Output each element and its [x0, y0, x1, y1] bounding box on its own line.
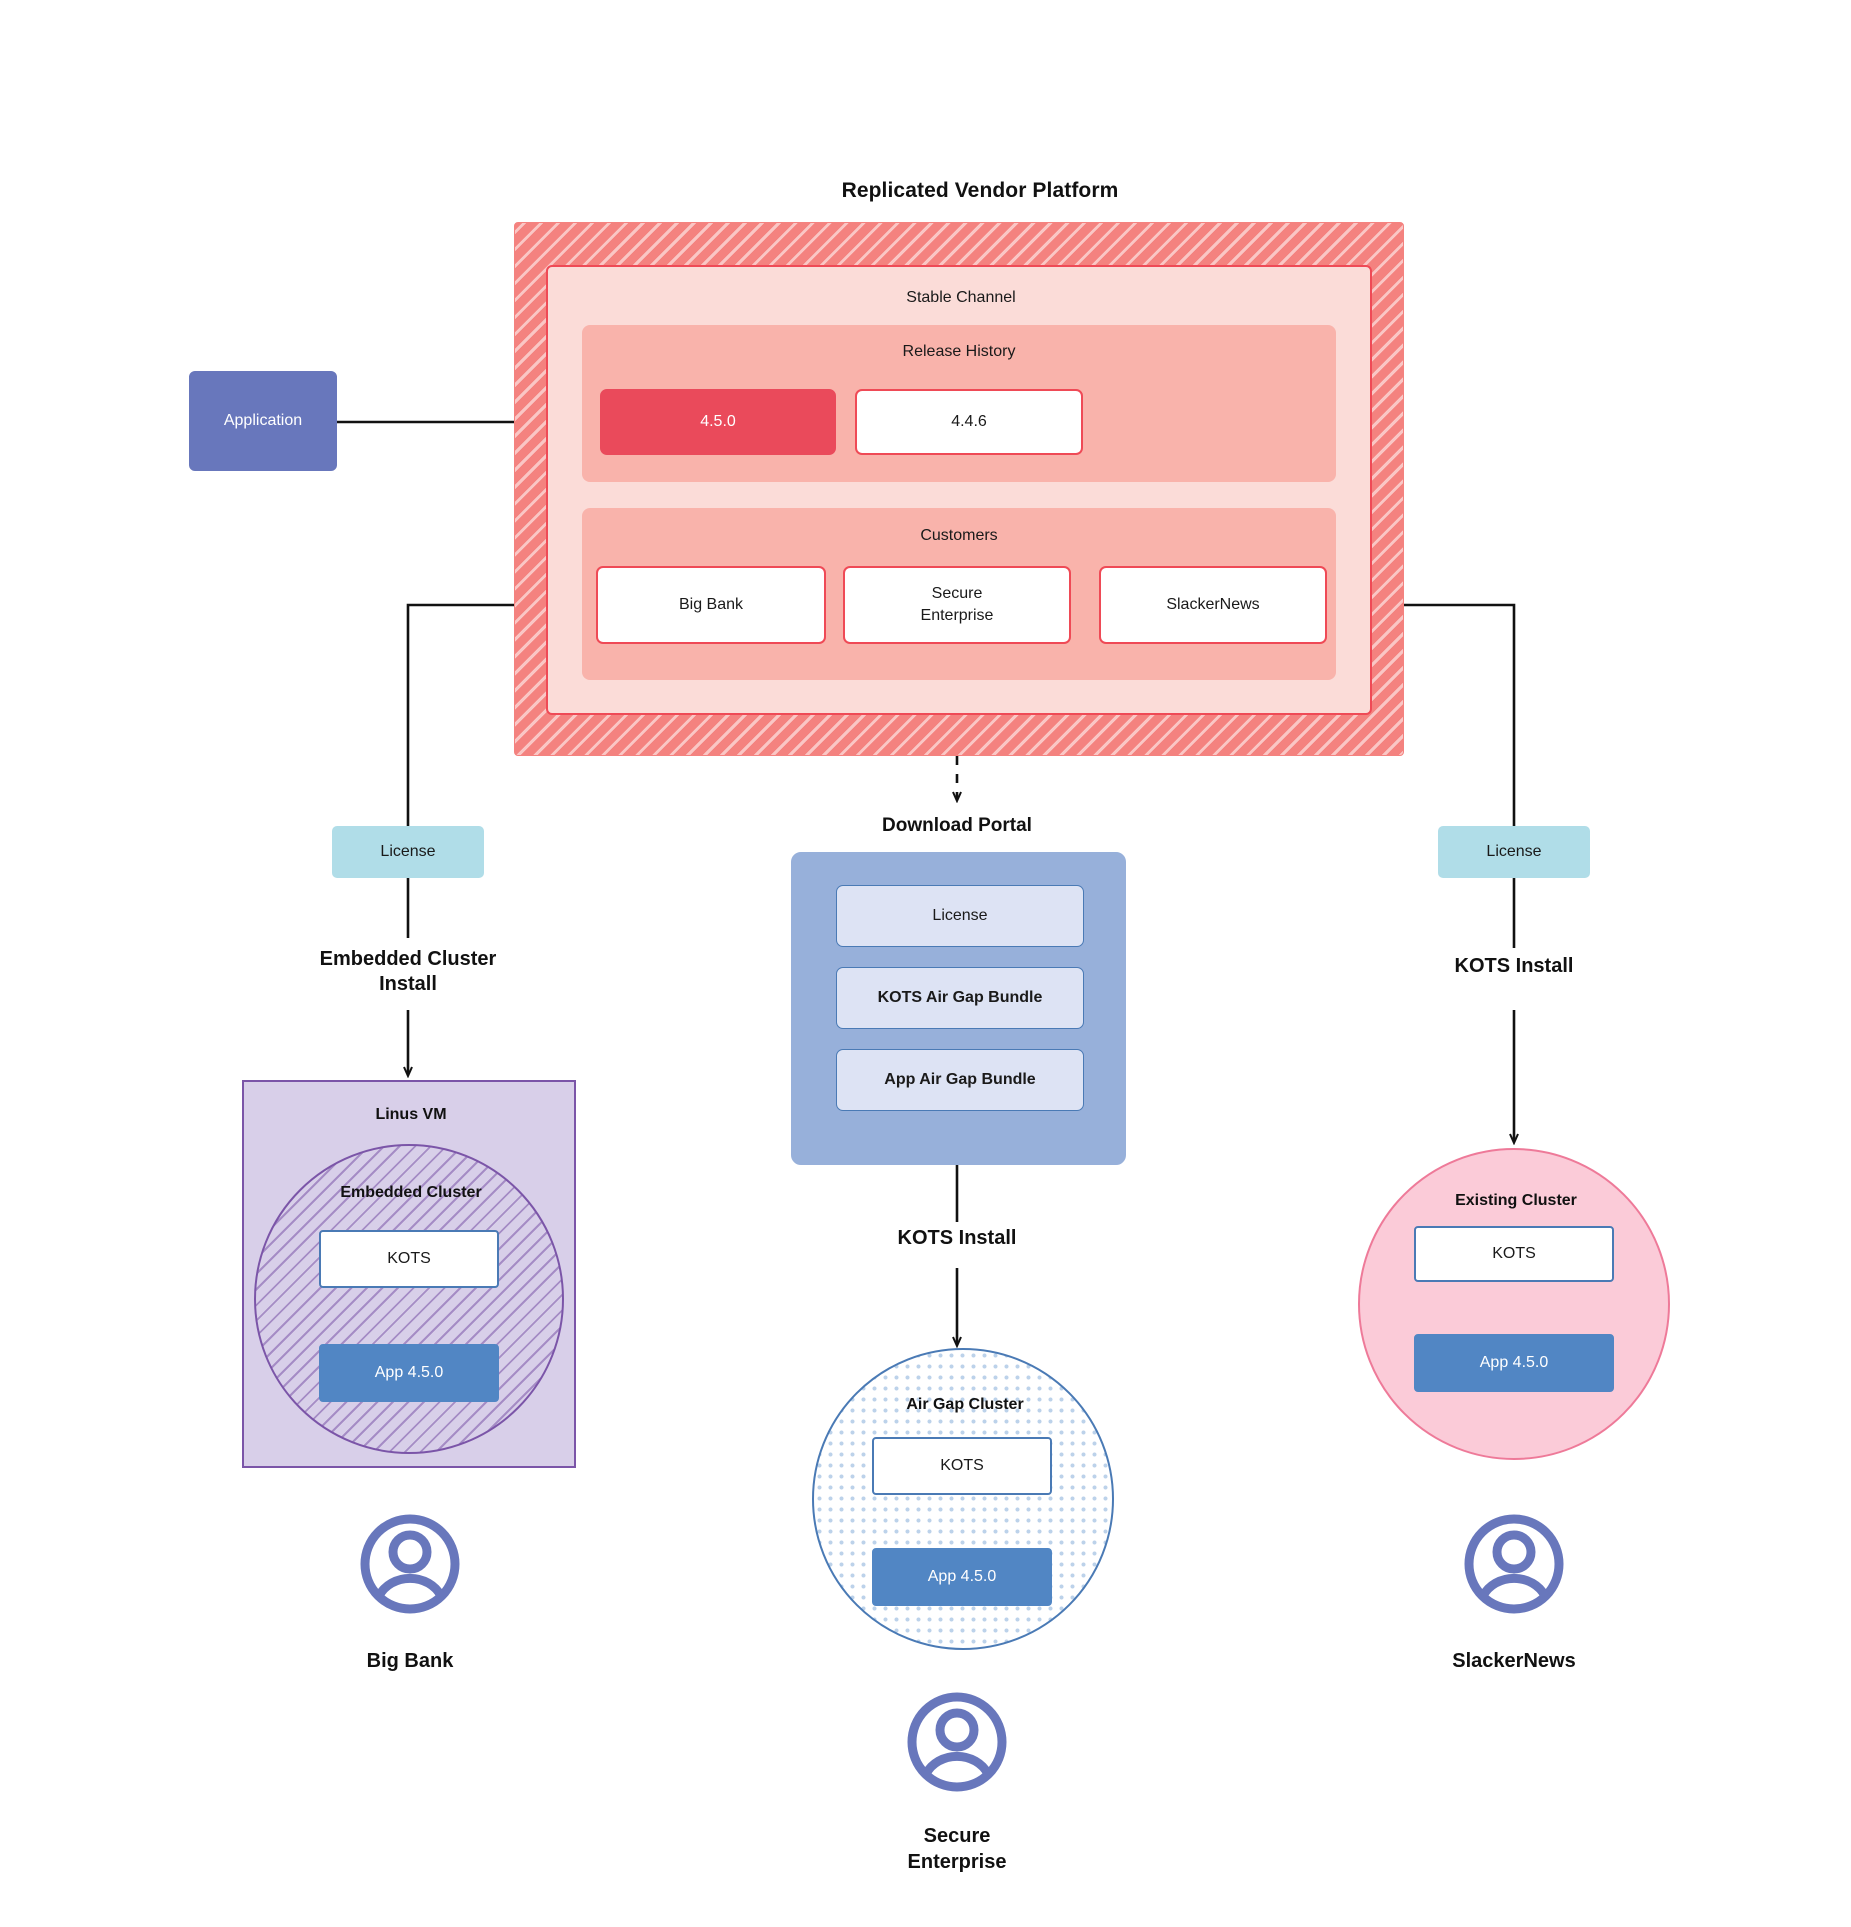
app-version-label: App 4.5.0 [374, 1364, 444, 1382]
application-box[interactable]: Application [189, 371, 337, 471]
license-chip-left[interactable]: License [332, 826, 484, 878]
page-title: Replicated Vendor Platform [841, 179, 1119, 202]
install-path-label-right: KOTS Install [1454, 954, 1574, 977]
customer-name-label: Secure Enterprise [920, 585, 994, 624]
air-gap-cluster-label: Air Gap Cluster [906, 1396, 1024, 1413]
license-chip-right[interactable]: License [1438, 826, 1590, 878]
stable-channel-label: Stable Channel [906, 289, 1016, 306]
existing-cluster-label: Existing Cluster [1455, 1192, 1577, 1209]
app-version-label: App 4.5.0 [1479, 1354, 1549, 1372]
application-label: Application [223, 412, 303, 430]
app-version-box-center[interactable]: App 4.5.0 [872, 1548, 1052, 1606]
release-history-label: Release History [902, 343, 1016, 360]
user-avatar-icon [907, 1692, 1007, 1792]
customer-label-right: SlackerNews [1452, 1650, 1576, 1672]
release-version-label: 4.4.6 [951, 413, 987, 431]
kots-box-left[interactable]: KOTS [319, 1230, 499, 1288]
download-portal-title: Download Portal [882, 815, 1032, 836]
app-version-box-left[interactable]: App 4.5.0 [319, 1344, 499, 1402]
kots-box-center[interactable]: KOTS [872, 1437, 1052, 1495]
customer-label-left: Big Bank [366, 1650, 454, 1672]
portal-item-app-air-gap-bundle[interactable]: App Air Gap Bundle [836, 1049, 1084, 1111]
embedded-cluster-label: Embedded Cluster [340, 1184, 482, 1201]
user-avatar-icon [1464, 1514, 1564, 1614]
release-version-label: 4.5.0 [700, 413, 736, 431]
license-label: License [1486, 843, 1542, 861]
user-avatar-icon [360, 1514, 460, 1614]
portal-item-label: License [932, 907, 988, 925]
release-item-current[interactable]: 4.5.0 [600, 389, 836, 455]
customer-card-secure-enterprise[interactable]: Secure Enterprise [843, 566, 1071, 644]
portal-item-license[interactable]: License [836, 885, 1084, 947]
customer-name-label: SlackerNews [1166, 596, 1260, 614]
kots-label: KOTS [1492, 1245, 1536, 1263]
customer-label-center: Secure Enterprise [907, 1825, 1007, 1873]
license-label: License [380, 843, 436, 861]
app-version-label: App 4.5.0 [927, 1568, 997, 1586]
customer-name-label: Big Bank [678, 596, 744, 614]
kots-label: KOTS [940, 1457, 984, 1475]
embedded-cluster-circle: Embedded Cluster [254, 1144, 564, 1454]
kots-box-right[interactable]: KOTS [1414, 1226, 1614, 1282]
existing-cluster-circle: Existing Cluster [1358, 1148, 1670, 1460]
release-item-previous[interactable]: 4.4.6 [855, 389, 1083, 455]
customer-card-slackernews[interactable]: SlackerNews [1099, 566, 1327, 644]
portal-item-kots-air-gap-bundle[interactable]: KOTS Air Gap Bundle [836, 967, 1084, 1029]
customer-card-big-bank[interactable]: Big Bank [596, 566, 826, 644]
app-version-box-right[interactable]: App 4.5.0 [1414, 1334, 1614, 1392]
install-path-label-left: Embedded Cluster Install [319, 948, 497, 995]
customers-label: Customers [920, 527, 998, 544]
host-label: Linus VM [375, 1106, 447, 1123]
portal-item-label: KOTS Air Gap Bundle [877, 989, 1043, 1007]
kots-label: KOTS [387, 1250, 431, 1268]
download-portal-box: License KOTS Air Gap Bundle App Air Gap … [791, 852, 1126, 1165]
portal-item-label: App Air Gap Bundle [884, 1071, 1036, 1089]
install-path-label-center: KOTS Install [897, 1226, 1017, 1249]
